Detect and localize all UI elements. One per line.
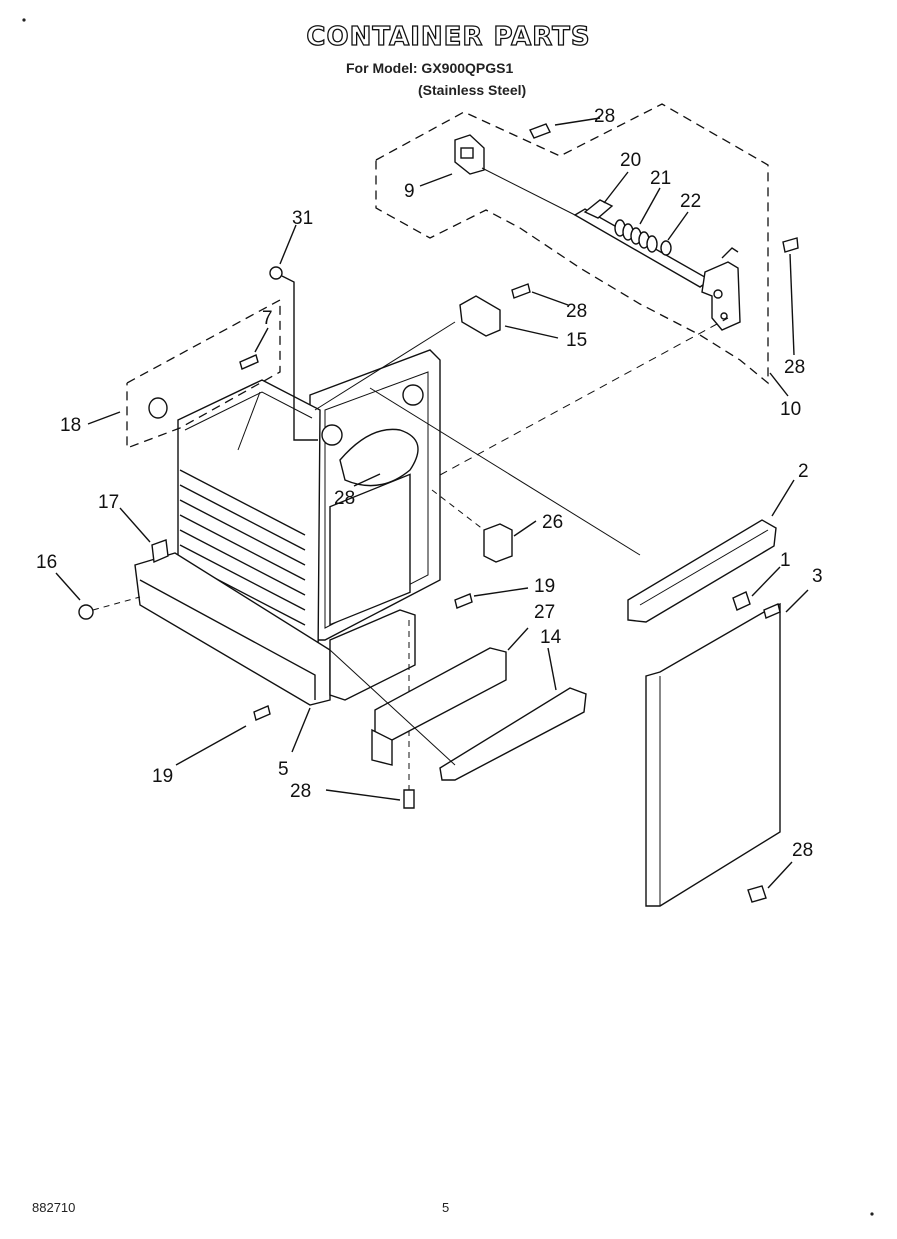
hinge-hole bbox=[720, 312, 728, 320]
screw-part bbox=[403, 789, 415, 809]
corner-mark bbox=[870, 1212, 874, 1216]
callout-22: 22 bbox=[680, 191, 701, 212]
toe-grille-part bbox=[439, 687, 587, 781]
screw-part bbox=[529, 123, 551, 139]
alignment-line bbox=[481, 167, 576, 216]
callout-5: 5 bbox=[278, 759, 289, 780]
washer-part bbox=[660, 240, 672, 256]
screw-part bbox=[511, 283, 531, 299]
screw-part bbox=[747, 885, 767, 903]
page-number: 5 bbox=[442, 1200, 450, 1215]
callout-1: 1 bbox=[780, 550, 791, 571]
callout-2: 2 bbox=[798, 461, 809, 482]
leader-arrows bbox=[55, 117, 809, 889]
side-rim bbox=[184, 391, 313, 431]
knockout bbox=[402, 384, 424, 406]
callout-28: 28 bbox=[566, 301, 587, 322]
callout-3: 3 bbox=[812, 566, 823, 587]
alignment-line bbox=[314, 321, 456, 411]
back-panel-window bbox=[329, 473, 411, 626]
screw-part bbox=[732, 591, 751, 611]
leveling-screw-part bbox=[78, 604, 94, 620]
spring-part bbox=[614, 219, 658, 253]
callout-26: 26 bbox=[542, 512, 563, 533]
screw-part bbox=[454, 593, 473, 609]
callout-17: 17 bbox=[98, 492, 119, 513]
corner-mark bbox=[22, 18, 26, 22]
callout-16: 16 bbox=[36, 552, 57, 573]
callout-19: 19 bbox=[534, 576, 555, 597]
model-number: For Model: GX900QPGS1 bbox=[346, 60, 514, 76]
foot-part bbox=[151, 539, 169, 564]
callout-18: 18 bbox=[60, 415, 81, 436]
bumper-part bbox=[148, 397, 168, 419]
rod-end-part bbox=[583, 199, 614, 219]
callout-28: 28 bbox=[334, 488, 355, 509]
callout-15: 15 bbox=[566, 330, 587, 351]
louver-group bbox=[179, 469, 306, 641]
callout-27: 27 bbox=[534, 602, 555, 623]
callout-31: 31 bbox=[292, 208, 313, 229]
alignment-line bbox=[329, 649, 456, 766]
callout-10: 10 bbox=[780, 399, 801, 420]
alignment-line bbox=[439, 317, 729, 476]
door-panel-part bbox=[645, 602, 781, 907]
handle-part bbox=[627, 519, 777, 623]
callout-9: 9 bbox=[404, 181, 415, 202]
container-body bbox=[134, 349, 441, 706]
alignment-line bbox=[369, 387, 641, 556]
base-frame-part bbox=[134, 552, 331, 706]
document-code: 882710 bbox=[32, 1200, 76, 1215]
cutout-part bbox=[339, 428, 419, 487]
dashed-outline-left bbox=[126, 298, 281, 449]
callout-14: 14 bbox=[540, 627, 562, 648]
callout-20: 20 bbox=[620, 150, 641, 171]
screw-part bbox=[239, 354, 259, 370]
dashed-outline-hinge bbox=[375, 103, 769, 385]
hinge-bracket-slot bbox=[460, 147, 474, 159]
hinge-hook bbox=[721, 247, 739, 259]
tray-flange bbox=[371, 728, 393, 766]
alignment-line bbox=[92, 596, 141, 611]
callout-28: 28 bbox=[792, 840, 813, 861]
screw-part bbox=[253, 705, 271, 721]
knockout bbox=[321, 424, 343, 446]
small-bracket-part bbox=[483, 523, 513, 563]
bracket-part bbox=[459, 295, 501, 337]
page-title: CONTAINER PARTS bbox=[306, 21, 591, 52]
base-frame-edge bbox=[139, 579, 316, 700]
door-clip bbox=[763, 603, 781, 619]
inner-edge bbox=[237, 391, 261, 451]
callout-7: 7 bbox=[262, 308, 273, 329]
bottom-support-part bbox=[329, 609, 416, 701]
handle-edge bbox=[639, 529, 769, 606]
callout-28: 28 bbox=[784, 357, 805, 378]
lead-line bbox=[281, 275, 318, 441]
callout-28: 28 bbox=[594, 106, 615, 127]
hinge-hole bbox=[713, 289, 723, 299]
back-panel-inner bbox=[324, 371, 429, 629]
callout-19: 19 bbox=[152, 766, 173, 787]
hinge-assembly-group bbox=[375, 103, 799, 385]
model-variant: (Stainless Steel) bbox=[418, 82, 527, 98]
screw-part bbox=[269, 266, 283, 280]
callout-21: 21 bbox=[650, 168, 671, 189]
callout-28: 28 bbox=[290, 781, 311, 802]
screw-part bbox=[782, 237, 799, 253]
